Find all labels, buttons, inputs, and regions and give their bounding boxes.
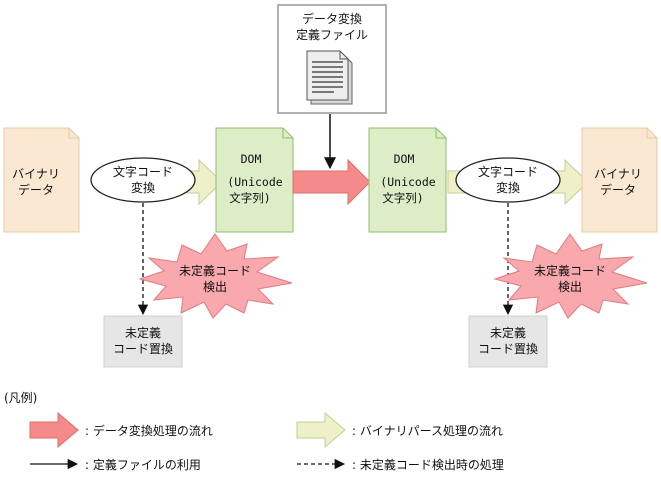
dom-right-line1: DOM bbox=[394, 152, 415, 166]
legend-binary-flow-arrow-icon bbox=[296, 411, 346, 449]
undefined-code-detect-burst-right: 未定義コード 検出 bbox=[493, 233, 648, 319]
document-icon bbox=[306, 50, 353, 105]
binary-data-left-line1: バイナリ bbox=[12, 167, 60, 181]
legend-undefined-processing-label: : 未定義コード検出時の処理 bbox=[352, 457, 504, 472]
binary-data-right-line1: バイナリ bbox=[594, 167, 642, 181]
definition-file-box: データ変換 定義ファイル bbox=[277, 4, 387, 114]
definition-file-title-line1: データ変換 bbox=[302, 11, 362, 26]
dom-right-line3: 文字列) bbox=[382, 191, 423, 205]
legend-data-flow-label: : データ変換処理の流れ bbox=[85, 423, 213, 438]
undefined-code-replace-left: 未定義 コード置換 bbox=[103, 315, 183, 368]
dom-right: DOM (Unicode 文字列) bbox=[368, 127, 447, 233]
undefined-code-detect-right-line2: 検出 bbox=[558, 280, 582, 294]
undefined-code-detect-left-line1: 未定義コード bbox=[179, 263, 251, 278]
legend: (凡例) : データ変換処理の流れ : バイナリパース処理の流れ : 定義ファイ… bbox=[4, 391, 504, 472]
charset-convert-left: 文字コード 変換 bbox=[90, 157, 196, 203]
undefined-code-detect-left-line2: 検出 bbox=[203, 280, 227, 294]
undefined-code-replace-right: 未定義 コード置換 bbox=[468, 315, 548, 368]
dom-left-line3: 文字列) bbox=[229, 191, 270, 205]
binary-data-left-line2: データ bbox=[18, 182, 54, 197]
replace-right-line2: コード置換 bbox=[478, 342, 538, 356]
dom-left: DOM (Unicode 文字列) bbox=[215, 127, 294, 233]
undefined-code-detect-burst-left: 未定義コード 検出 bbox=[138, 233, 293, 319]
dom-left-line2: (Unicode bbox=[227, 175, 282, 189]
binary-data-left: バイナリ データ bbox=[3, 127, 80, 233]
undefined-code-detect-right-line1: 未定義コード bbox=[534, 263, 606, 278]
binary-data-right-line2: データ bbox=[600, 182, 636, 197]
legend-binary-flow-label: : バイナリパース処理の流れ bbox=[352, 424, 503, 438]
dom-left-line1: DOM bbox=[241, 152, 262, 166]
charset-convert-left-line2: 変換 bbox=[131, 180, 155, 195]
replace-left-line1: 未定義 bbox=[125, 325, 161, 340]
charset-convert-left-line1: 文字コード bbox=[113, 164, 173, 179]
data-flow-arrow bbox=[292, 158, 371, 206]
replace-left-line2: コード置換 bbox=[113, 342, 173, 356]
replace-right-line1: 未定義 bbox=[490, 325, 526, 340]
charset-convert-right: 文字コード 変換 bbox=[455, 157, 561, 203]
definition-file-title-line2: 定義ファイル bbox=[296, 27, 368, 42]
charset-convert-right-line2: 変換 bbox=[496, 180, 520, 195]
charset-convert-right-line1: 文字コード bbox=[478, 164, 538, 179]
legend-definition-use-label: : 定義ファイルの利用 bbox=[85, 457, 201, 472]
binary-data-right: バイナリ データ bbox=[581, 127, 658, 233]
dom-right-line2: (Unicode bbox=[380, 175, 435, 189]
legend-title: (凡例) bbox=[4, 391, 37, 405]
legend-data-flow-arrow-icon bbox=[29, 411, 79, 449]
